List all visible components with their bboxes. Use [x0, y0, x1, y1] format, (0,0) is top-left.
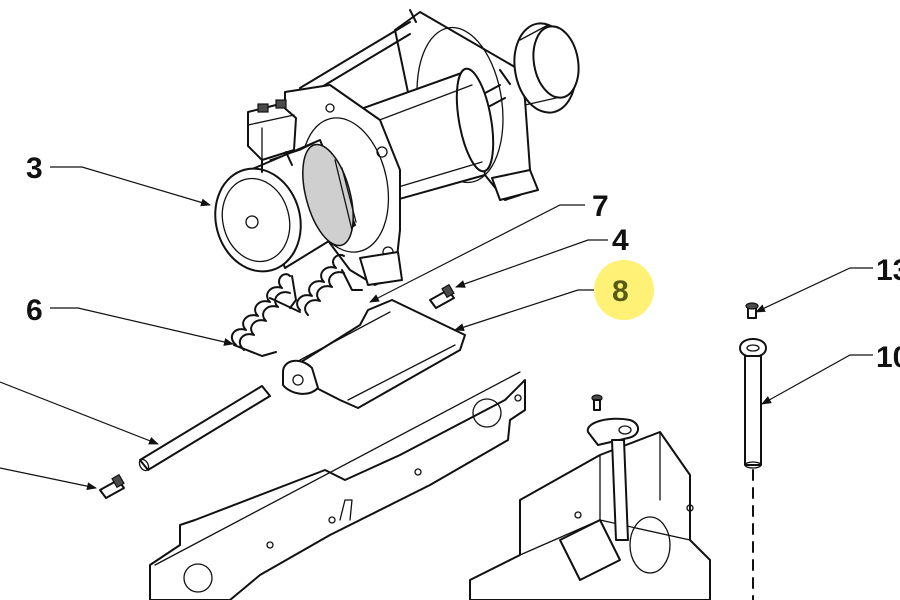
clutch-plate [282, 299, 466, 409]
callout-8-highlight [594, 260, 654, 320]
mounting-frame [149, 371, 711, 600]
callout-numbers: 3 7 4 8 6 13 10 [26, 152, 900, 374]
shaft [739, 338, 767, 600]
callout-6: 6 [26, 294, 43, 327]
springs [230, 254, 363, 357]
callout-4: 4 [612, 224, 629, 257]
small-fasteners [99, 283, 759, 499]
callout-3: 3 [26, 152, 43, 185]
callout-10: 10 [876, 341, 900, 374]
callout-7: 7 [592, 190, 609, 223]
callout-leaders [0, 166, 873, 491]
callout-8: 8 [612, 275, 629, 308]
winch-assembly [214, 9, 580, 286]
callout-13: 13 [876, 254, 900, 287]
